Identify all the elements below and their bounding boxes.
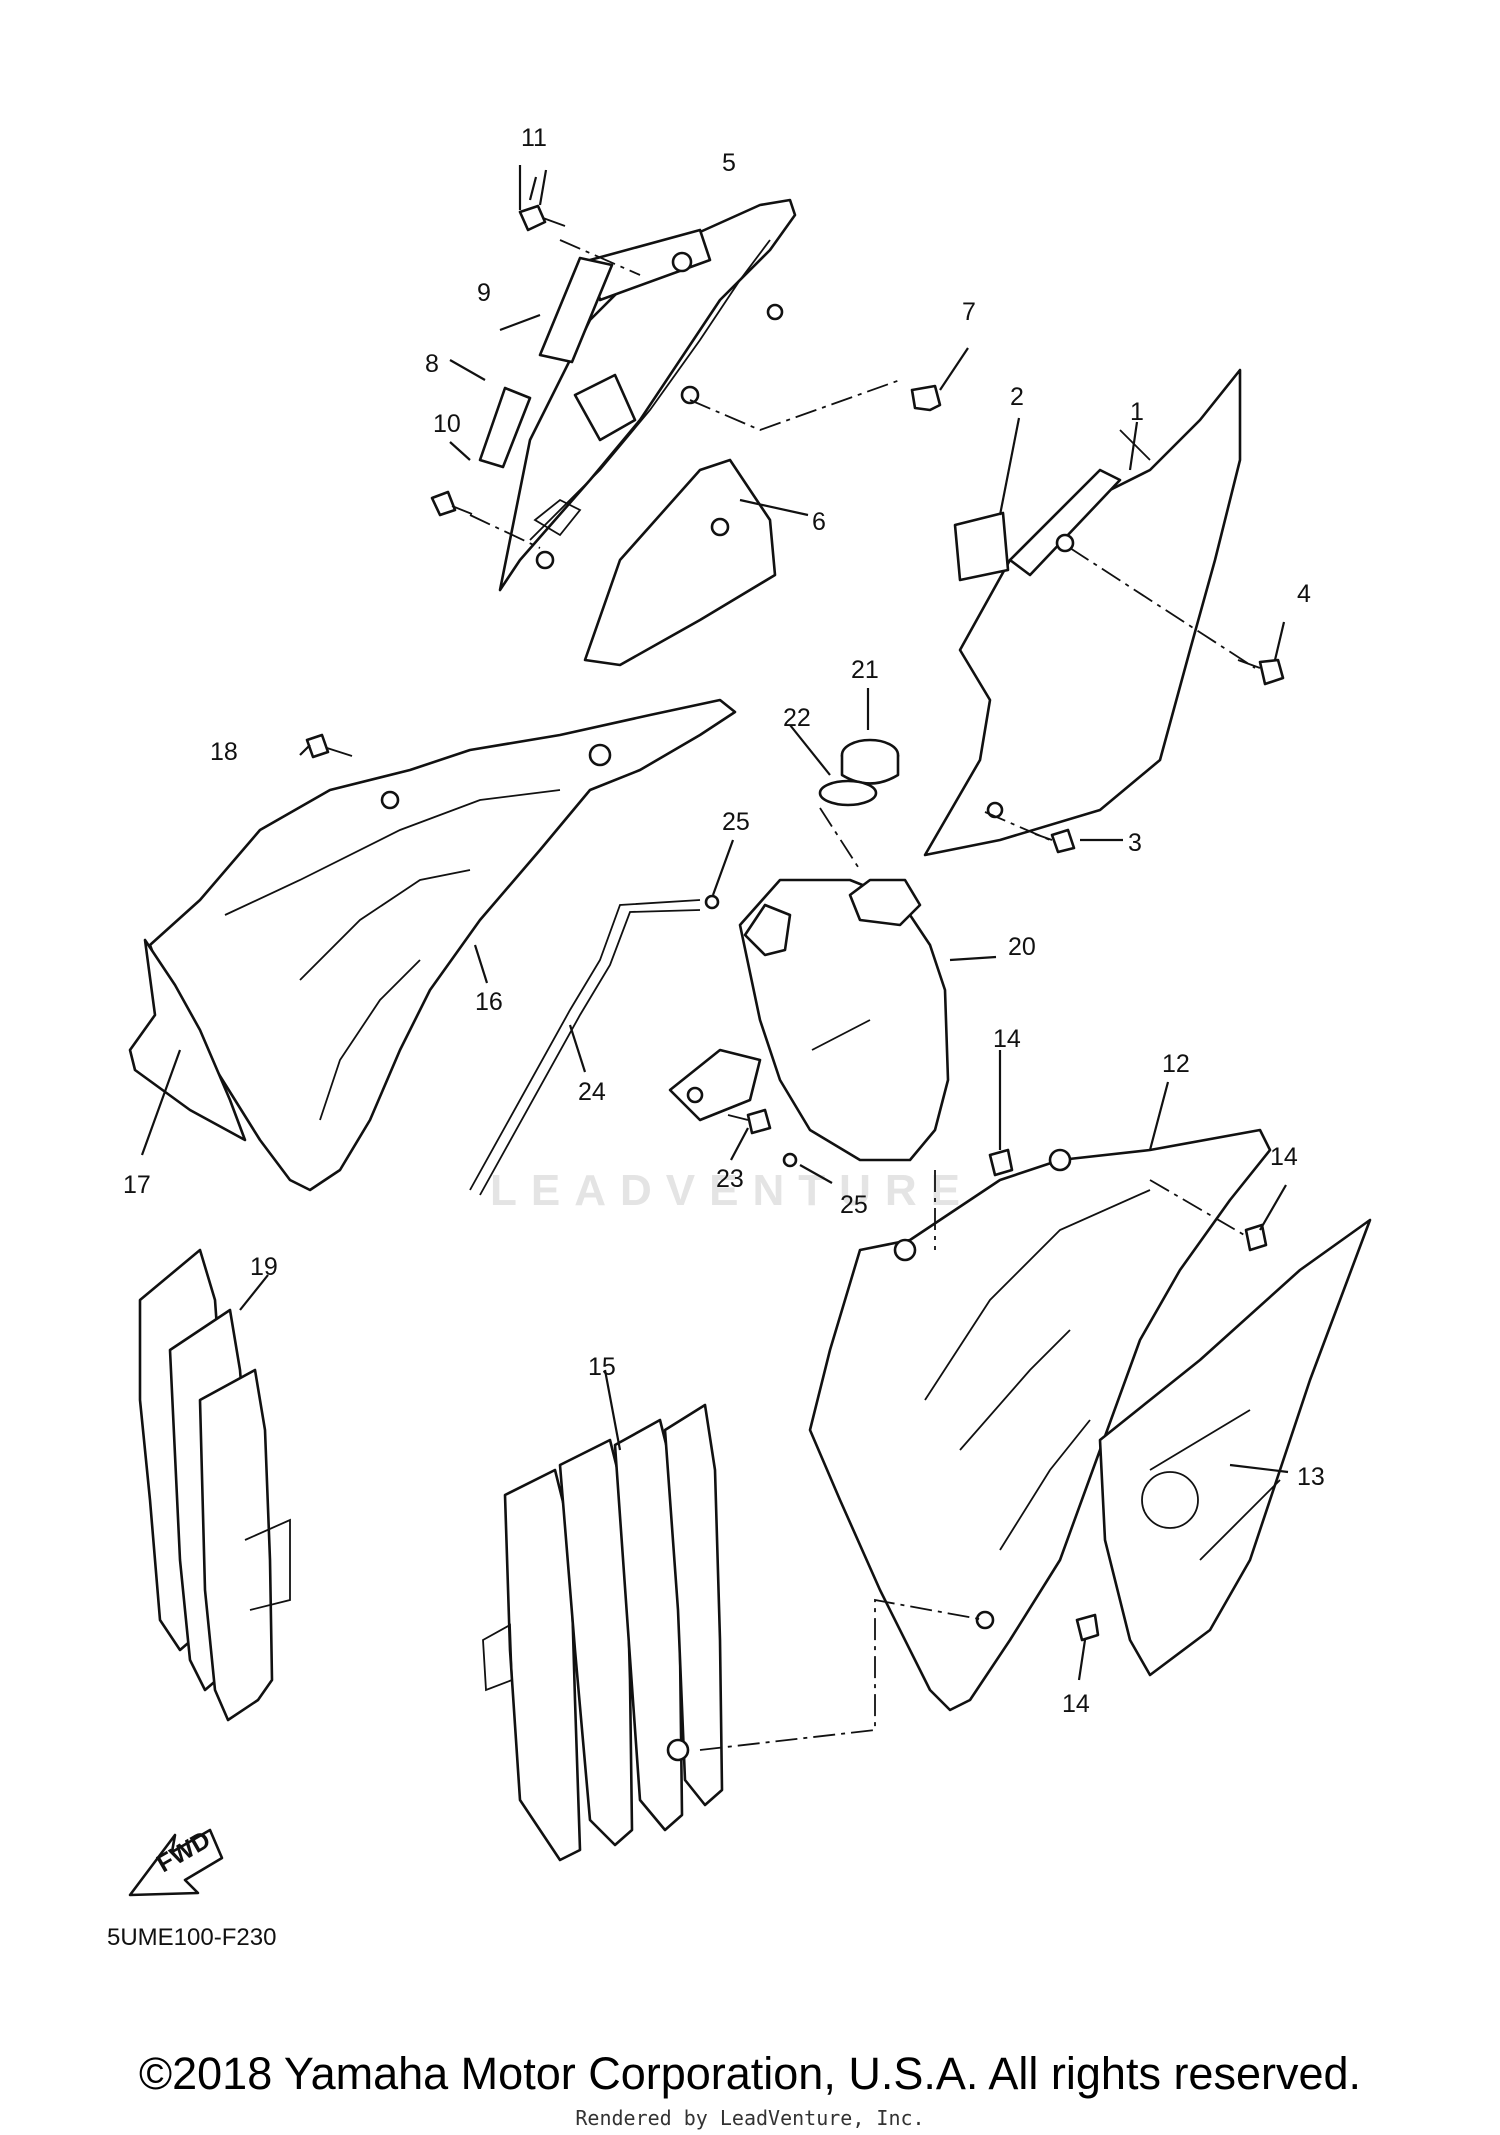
part-17-shroud-guard — [128, 938, 247, 1142]
callout-14-c: 14 — [1062, 1690, 1090, 1718]
callout-4: 4 — [1297, 580, 1311, 608]
part-19-radiator-guard — [138, 1248, 291, 1722]
part-15-radiator-guard — [482, 1403, 724, 1862]
callout-22: 22 — [783, 704, 811, 732]
callout-14-b: 14 — [1270, 1143, 1298, 1171]
part-22-gasket — [818, 779, 878, 807]
watermark-text: LEADVENTURE — [490, 1166, 974, 1215]
callout-18: 18 — [210, 738, 238, 766]
part-4-bolt — [1237, 658, 1285, 686]
diagram-code: 5UME100-F230 — [107, 1924, 276, 1951]
part-2-damper — [953, 511, 1010, 582]
part-11-bolt — [518, 204, 566, 232]
callout-10: 10 — [433, 410, 461, 438]
rendered-by-text: Rendered by LeadVenture, Inc. — [575, 2106, 925, 2130]
part-9-damper — [538, 256, 614, 364]
callout-21: 21 — [851, 656, 879, 684]
part-1-side-cover-right — [923, 368, 1242, 857]
fwd-arrow-icon: FWD — [128, 1825, 224, 1897]
callout-8: 8 — [425, 350, 439, 378]
copyright-text: ©2018 Yamaha Motor Corporation, U.S.A. A… — [138, 2048, 1362, 2099]
callout-6: 6 — [812, 508, 826, 536]
part-14-bolt — [988, 1148, 1268, 1642]
callout-12: 12 — [1162, 1050, 1190, 1078]
callout-19: 19 — [250, 1253, 278, 1281]
part-25-clip — [704, 894, 798, 1168]
part-3-bolt — [1034, 828, 1076, 854]
callout-14-a: 14 — [993, 1025, 1021, 1053]
part-6-side-cover-panel — [583, 458, 777, 667]
part-23-bolt — [727, 1108, 772, 1135]
part-18-bolt — [305, 733, 353, 759]
part-8-damper — [478, 386, 532, 469]
callout-24: 24 — [578, 1078, 606, 1106]
callout-2: 2 — [1010, 383, 1024, 411]
part-10-bolt — [430, 490, 473, 517]
part-20-fuel-tank — [668, 878, 950, 1162]
leader-dash — [984, 811, 1051, 841]
leader-dash — [689, 379, 901, 431]
callout-11: 11 — [521, 124, 547, 152]
part-16-shroud-left — [148, 698, 737, 1192]
part-24-hose — [469, 899, 701, 1196]
leader-dash — [819, 807, 861, 871]
callout-7: 7 — [962, 298, 976, 326]
callout-13: 13 — [1297, 1463, 1325, 1491]
callout-25-b: 25 — [840, 1191, 868, 1219]
leader-dash — [469, 514, 541, 549]
callout-20: 20 — [1008, 933, 1036, 961]
leader-lines — [140, 165, 1289, 1681]
part-12-shroud-right — [808, 1128, 1272, 1712]
callout-16: 16 — [475, 988, 503, 1016]
leader-dash — [699, 1598, 986, 1751]
leader-dash — [559, 239, 641, 276]
leader-dash — [1069, 547, 1256, 669]
callout-23: 23 — [716, 1165, 744, 1193]
leader-dash — [1149, 1179, 1247, 1237]
part-5-side-cover-left — [498, 198, 797, 592]
callout-3: 3 — [1128, 829, 1142, 857]
callout-15: 15 — [588, 1353, 616, 1381]
callout-9: 9 — [477, 279, 491, 307]
callout-5: 5 — [722, 149, 736, 177]
callout-1: 1 — [1130, 398, 1144, 426]
part-21-cap — [840, 738, 900, 785]
part-7-grommet — [910, 384, 942, 412]
callout-25: 25 — [722, 808, 750, 836]
callout-17: 17 — [123, 1171, 151, 1199]
